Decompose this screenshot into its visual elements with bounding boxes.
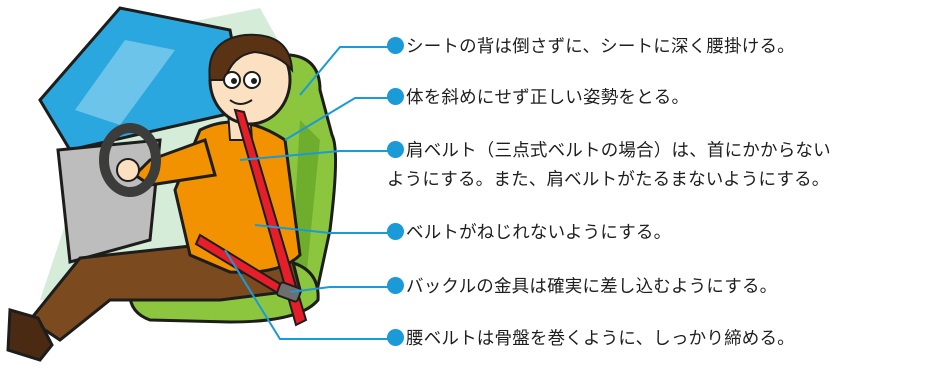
leader-line	[289, 286, 392, 293]
leader-line	[224, 249, 392, 340]
smile	[229, 99, 253, 105]
shoe	[6, 308, 54, 362]
dot-icon	[387, 329, 404, 346]
callout-text: 肩ベルト（三点式ベルトの場合）は、首にかからない ようにする。また、肩ベルトがた…	[387, 141, 831, 190]
leader-line	[254, 224, 392, 234]
dot-icon	[387, 277, 404, 294]
shoulder-belt	[233, 108, 308, 327]
hand	[116, 158, 140, 182]
callout-item: 体を斜めにせず正しい姿勢をとる。	[387, 84, 689, 113]
leader-line	[299, 46, 392, 96]
callout-text: 体を斜めにせず正しい姿勢をとる。	[406, 88, 690, 108]
leader-line	[239, 150, 392, 161]
steering-wheel	[99, 123, 161, 197]
callout-item: シートの背は倒さずに、シートに深く腰掛ける。	[387, 33, 795, 62]
callout-item: 腰ベルトは骨盤を巻くように、しっかり締める。	[387, 325, 795, 354]
pupil-left	[231, 78, 237, 84]
dot-icon	[387, 88, 404, 105]
callout-text: ベルトがねじれないようにする。	[406, 223, 672, 243]
dot-icon	[387, 141, 404, 158]
callout-item: 肩ベルト（三点式ベルトの場合）は、首にかからない ようにする。また、肩ベルトがた…	[387, 137, 831, 195]
dot-icon	[387, 37, 404, 54]
belt-buckle	[276, 281, 302, 303]
callout-item: バックルの金具は確実に差し込むようにする。	[387, 273, 777, 302]
pupil-right	[251, 78, 257, 84]
callout-item: ベルトがねじれないようにする。	[387, 219, 671, 248]
callout-text: シートの背は倒さずに、シートに深く腰掛ける。	[406, 37, 795, 57]
leader-line	[284, 97, 392, 141]
dot-icon	[387, 223, 404, 240]
callout-text: バックルの金具は確実に差し込むようにする。	[406, 277, 778, 297]
hair	[208, 33, 294, 81]
callout-text: 腰ベルトは骨盤を巻くように、しっかり締める。	[406, 329, 795, 349]
windshield-highlight	[75, 40, 175, 125]
leader-lines	[224, 46, 392, 340]
